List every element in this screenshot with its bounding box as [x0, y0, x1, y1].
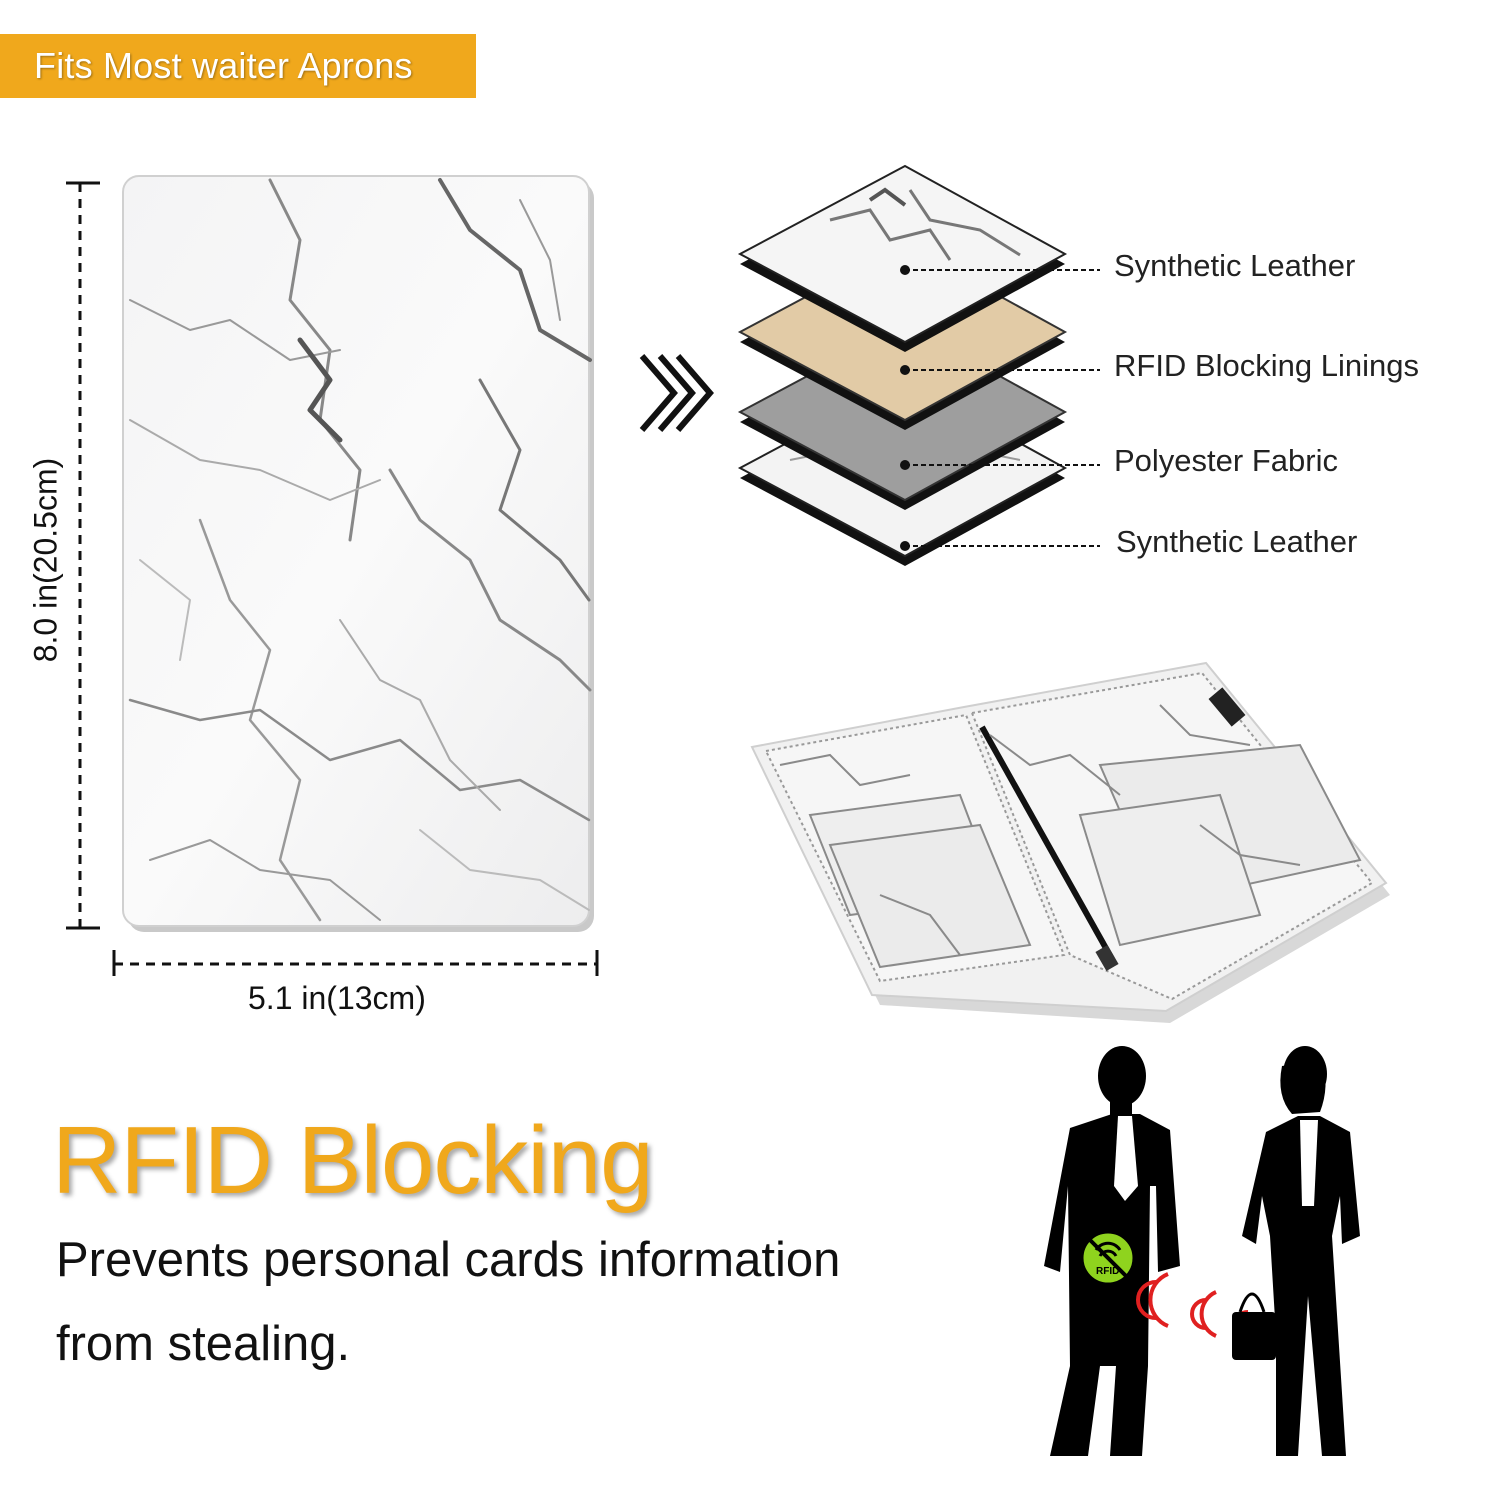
layer-label-synthetic-leather-top: Synthetic Leather: [1114, 248, 1356, 283]
layer-label-rfid-linings: RFID Blocking Linings: [1114, 348, 1419, 383]
layer-label-synthetic-leather-bottom: Synthetic Leather: [1116, 524, 1358, 559]
marble-veins: [128, 178, 592, 922]
height-dimension-line: [66, 181, 100, 930]
pen-loop: [1208, 687, 1246, 727]
handbag: [1232, 1292, 1276, 1360]
feature-description-line1: Prevents personal cards information: [56, 1233, 841, 1287]
layer-label-polyester-fabric: Polyester Fabric: [1114, 443, 1338, 478]
feature-title: RFID Blocking: [52, 1107, 653, 1214]
banner: Fits Most waiter Aprons: [0, 34, 476, 98]
layer-synthetic-leather-top: [737, 164, 1068, 352]
marble-book-cover: [122, 175, 590, 927]
zipper: [979, 725, 1115, 961]
width-dimension-line: [112, 950, 599, 976]
woman-silhouette: [1242, 1046, 1360, 1456]
product-open-view: [750, 661, 1390, 1023]
layer-leader-lines: [905, 269, 1100, 547]
blouse: [1300, 1120, 1318, 1206]
rfid-blocked-badge: RFID: [1080, 1230, 1136, 1286]
chevron-right-icon: [639, 354, 714, 432]
height-label: 8.0 in(20.5cm): [27, 457, 64, 663]
layer-dots: [900, 265, 910, 551]
width-label: 5.1 in(13cm): [248, 980, 426, 1016]
svg-text:RFID: RFID: [1096, 1266, 1119, 1277]
product-front-view: [66, 175, 599, 976]
silhouettes-illustration: RFID: [1044, 1046, 1360, 1456]
feature-description-line2: from stealing.: [56, 1317, 351, 1371]
material-layers-diagram: [737, 164, 1100, 566]
rfid-signal-waves: [1136, 1272, 1249, 1342]
shirt: [1114, 1116, 1138, 1201]
